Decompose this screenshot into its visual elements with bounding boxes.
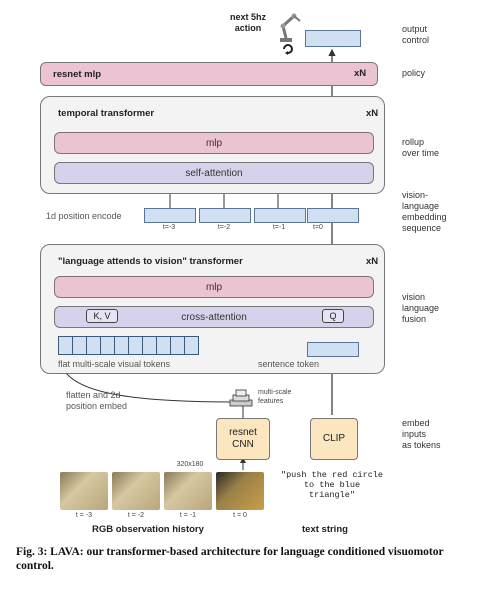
frame-label-1: t = -3 (75, 512, 93, 519)
next-action-label: next 5hz action (229, 12, 266, 33)
embedding-sequence-label: vision- language embedding sequence (402, 190, 447, 233)
visual-token (170, 336, 185, 355)
observation-frame-4 (216, 472, 264, 510)
temporal-mlp-bar: mlp (54, 132, 374, 154)
resnet-cnn-box: resnet CNN (216, 418, 270, 460)
multi-scale-label: multi-scale features (258, 389, 292, 405)
position-token-2 (199, 208, 251, 223)
resnet-mlp-bar: resnet mlp (40, 62, 378, 86)
temporal-repeat: xN (366, 108, 379, 119)
visual-token (114, 336, 129, 355)
policy-label: policy (402, 68, 426, 78)
q-box: Q (322, 309, 344, 323)
flatten-label: flatten and 2d position embed (66, 390, 128, 411)
observation-caption: RGB observation history (92, 524, 204, 535)
visual-token (86, 336, 101, 355)
self-attention-bar: self-attention (54, 162, 374, 184)
step-label-4: t=0 (313, 224, 323, 231)
step-label-1: t=-3 (162, 224, 176, 231)
figure-caption: Fig. 3: LAVA: our transformer-based arch… (16, 546, 444, 572)
lav-mlp-bar: mlp (54, 276, 374, 298)
visual-token (58, 336, 73, 355)
robot-arm-icon (280, 13, 301, 42)
resolution-label: 320x180 (176, 461, 204, 468)
text-string-caption: text string (302, 524, 348, 535)
step-label-2: t=-2 (217, 224, 231, 231)
position-encode-label: 1d position encode (46, 211, 122, 221)
cycle-arrow-icon (283, 44, 293, 55)
sentence-token-box (307, 342, 359, 357)
cross-attention-bar: cross-attention (54, 306, 374, 328)
visual-token (128, 336, 143, 355)
output-control-box (305, 30, 361, 47)
resnet-mlp-label: resnet mlp (53, 68, 102, 80)
observation-frame-2 (112, 472, 160, 510)
observation-frame-1 (60, 472, 108, 510)
position-token-4 (307, 208, 359, 223)
output-control-label: output control (402, 24, 430, 45)
visual-token (100, 336, 115, 355)
fusion-label: vision language fusion (402, 292, 440, 324)
step-label-3: t=-1 (272, 224, 286, 231)
visual-token (156, 336, 171, 355)
position-token-3 (254, 208, 306, 223)
observation-frame-3 (164, 472, 212, 510)
embed-inputs-label: embed inputs as tokens (402, 418, 441, 450)
rollup-label: rollup over time (402, 137, 440, 158)
sentence-token-label: sentence token (258, 359, 320, 369)
policy-repeat: xN (354, 68, 367, 79)
visual-token (72, 336, 87, 355)
kv-box: K, V (86, 309, 118, 323)
visual-token (184, 336, 199, 355)
position-token-1 (144, 208, 196, 223)
instruction-text: "push the red circle to the blue triangl… (280, 470, 384, 500)
lav-transformer-title: "language attends to vision" transformer (58, 256, 243, 267)
visual-token (142, 336, 157, 355)
lav-repeat: xN (366, 256, 379, 267)
multi-scale-features-icon (229, 389, 253, 407)
frame-label-3: t = -1 (179, 512, 197, 519)
temporal-transformer-title: temporal transformer (58, 108, 155, 119)
visual-tokens-label: flat multi-scale visual tokens (58, 359, 171, 369)
clip-box: CLIP (310, 418, 358, 460)
frame-label-2: t = -2 (127, 512, 145, 519)
frame-label-4: t = 0 (233, 512, 247, 519)
